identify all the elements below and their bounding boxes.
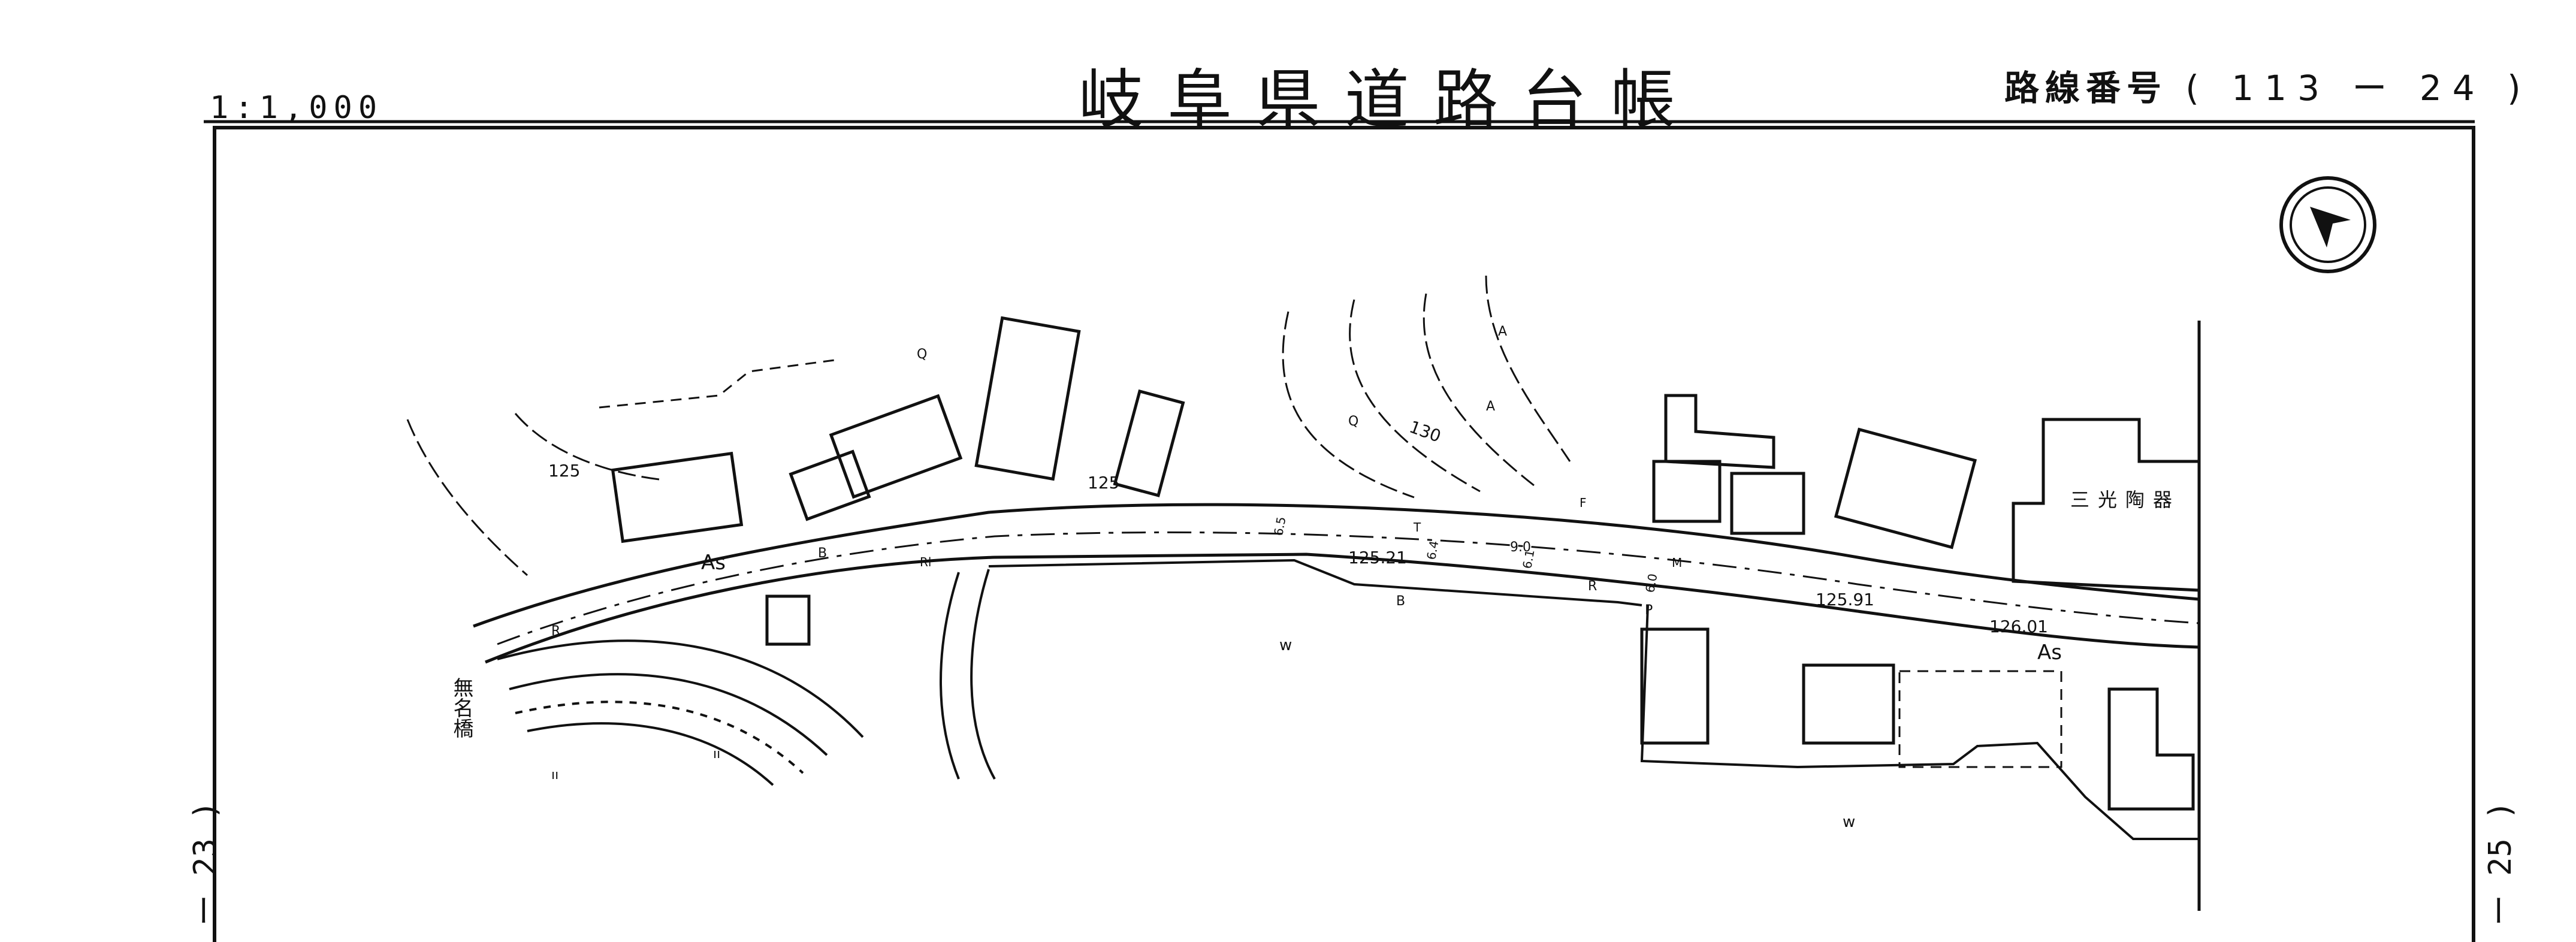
road-surface-label: As bbox=[701, 551, 726, 575]
map-mark: F bbox=[1580, 496, 1587, 510]
map-mark: A bbox=[1486, 399, 1495, 414]
map-mark: Q bbox=[917, 347, 927, 362]
parcel-boundaries bbox=[599, 358, 2062, 768]
map-mark: M bbox=[1672, 555, 1682, 570]
route-label: 路線番号 bbox=[2004, 68, 2168, 108]
route-value: ( 113 ー 24 ) bbox=[2185, 68, 2532, 108]
map-mark: T bbox=[1413, 520, 1421, 535]
map-mark: A bbox=[1498, 324, 1507, 339]
map-mark: ıı bbox=[713, 747, 720, 762]
elevation-label: 125.21 bbox=[1348, 548, 1407, 567]
map-mark: ıı bbox=[551, 768, 558, 783]
map-mark: B bbox=[818, 546, 827, 561]
elevation-label: 125 bbox=[548, 461, 580, 481]
map-mark: Rl bbox=[920, 555, 931, 569]
scale-label: 1:1,000 bbox=[210, 90, 383, 126]
map-mark: 6.1 bbox=[1520, 548, 1537, 569]
elevation-label: 126.01 bbox=[1989, 617, 2048, 636]
map-mark: P bbox=[1645, 603, 1653, 618]
buildings bbox=[611, 316, 2201, 811]
contour-lines bbox=[406, 275, 1571, 576]
elevation-label: 130 bbox=[1407, 417, 1444, 446]
road-main bbox=[473, 503, 2200, 664]
road-surface-label-east: As bbox=[2037, 641, 2062, 665]
map-mark: Q bbox=[1348, 414, 1358, 429]
map-mark: 6.0 bbox=[1642, 572, 1660, 593]
map-mark: B bbox=[1396, 594, 1405, 609]
map-mark: R bbox=[551, 624, 560, 639]
map-mark: 6.5 bbox=[1271, 515, 1288, 536]
river-bank bbox=[940, 558, 2199, 840]
page-title: 岐阜県道路台帳 bbox=[1079, 63, 1700, 138]
route-number: 路線番号 ( 113 ー 24 ) bbox=[2004, 60, 2532, 110]
map-mark: R bbox=[1588, 579, 1597, 594]
building-name: 三光陶器 bbox=[2070, 488, 2181, 511]
elevation-label: 125 bbox=[1088, 473, 1119, 493]
elevation-label: 125.91 bbox=[1816, 590, 1874, 609]
north-arrow-icon bbox=[2279, 176, 2376, 273]
water-symbol: w bbox=[1843, 813, 1855, 831]
map-mark: 6.4 bbox=[1424, 539, 1441, 560]
bridge-name: 無名橋 bbox=[449, 677, 473, 738]
road-branch bbox=[497, 639, 864, 786]
water-symbol: w bbox=[1279, 636, 1292, 654]
map-mark: 9.0 bbox=[1510, 540, 1531, 555]
map-frame bbox=[213, 126, 2475, 942]
